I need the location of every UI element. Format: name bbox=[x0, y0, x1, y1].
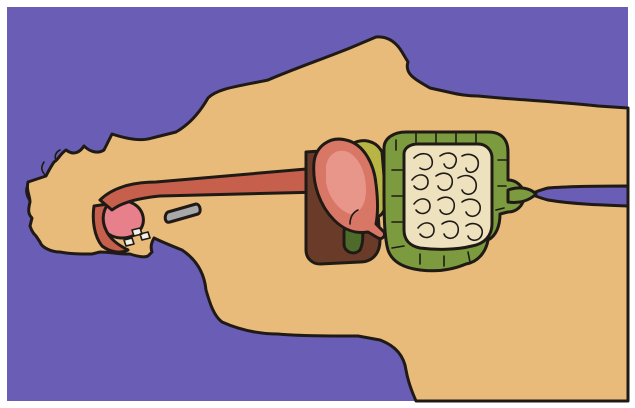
digestive-system-illustration bbox=[0, 0, 635, 408]
digestive-system-svg bbox=[0, 0, 635, 408]
